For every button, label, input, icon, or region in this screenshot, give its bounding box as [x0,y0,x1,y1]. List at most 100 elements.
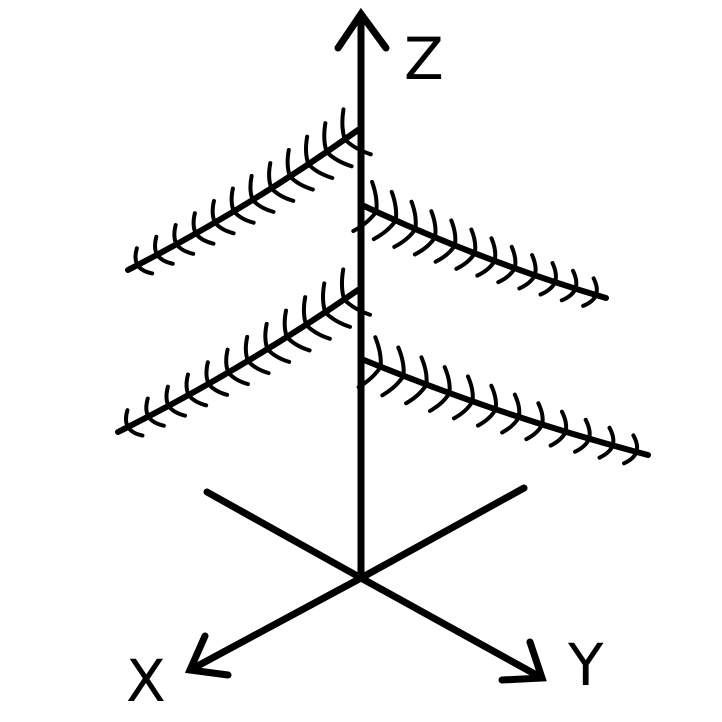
branch-needle [370,179,379,214]
branch-needle [250,197,276,214]
branch-needle [342,297,373,317]
branches-group [115,107,651,466]
branch-needle [184,372,191,397]
branch-needle [591,276,599,297]
branch-needle [409,199,418,232]
branch-needle [524,422,545,442]
branch-needle [212,220,236,236]
branch-needle [538,280,558,297]
branch-needle [559,409,569,434]
branch-needle [489,383,498,412]
branch-stem [361,357,651,458]
branch-needle [476,407,498,428]
branch-needle [496,266,517,285]
lower-left-branch [115,267,373,438]
branch-needle [583,417,592,441]
branch-needle [301,295,309,327]
branch-stem [125,127,361,273]
branch-needle [231,209,256,225]
branch-needle [304,134,311,167]
branch-needle [449,218,458,248]
branch-needle [597,443,615,460]
branch-needle [166,403,188,418]
branch-needle [392,227,418,249]
branch-needle [356,364,383,390]
branch-needle [581,292,598,308]
negative-y-axis-line [357,484,528,582]
branch-needle [451,399,475,421]
branch-needle [412,235,438,257]
branch-needle [465,374,475,404]
branch-needle [174,242,196,256]
lower-right-branch [356,335,651,466]
branch-needle [191,211,198,236]
branch-needle [571,268,579,291]
branch-needle [282,308,289,340]
branch-needle [340,107,347,142]
y-axis-line [357,574,546,682]
negative-x-axis-line [203,488,365,582]
branch-needle [248,173,255,202]
branch-needle [321,281,328,315]
branch-needle [373,335,383,369]
branch-needle [146,414,166,428]
branch-needle [284,335,312,353]
branch-needle [285,148,292,179]
y-axis-arrowhead [498,638,547,684]
branch-needle [306,162,335,181]
branch-needle [269,186,296,203]
branch-needle [125,424,145,438]
branch-needle [607,425,616,448]
branch-needle [144,396,151,419]
branch-needle [548,429,568,448]
branch-needle [263,321,270,352]
branch-stem [115,287,361,435]
branch-needle [509,244,518,271]
branch-needle [267,161,274,191]
branch-needle [204,360,211,386]
x-axis-label: X [126,647,166,715]
branch-needle [243,334,250,363]
branch-needle [427,391,452,413]
upper-left-branch [125,107,373,276]
z-axis-arrowhead [334,7,390,52]
branch-needle [186,392,209,408]
branch-needle [229,186,236,214]
branch-needle [206,381,230,397]
branch-needle [304,322,332,341]
branch-needle [536,401,545,427]
branch-needle [323,310,352,329]
branch-needle [155,252,175,266]
axes-group [184,7,547,684]
branch-needle [631,433,640,454]
branch-needle [224,347,231,375]
branch-needle [153,234,160,257]
branch-needle [380,373,406,398]
branch-needle [454,251,477,271]
branch-needle [573,436,592,454]
branch-needle [396,345,406,378]
branch-needle [550,261,558,285]
branch-needle [322,121,329,154]
branch-needle [164,384,171,408]
branch-needle [489,236,498,263]
branch-needle [433,243,457,264]
branch-needle [559,286,578,303]
branch-needle [512,392,522,420]
x-axis-line [186,574,365,674]
branch-needle [342,137,373,157]
branch-needle [517,273,537,291]
branch-needle [622,449,639,466]
branch-needle [404,382,429,406]
branch-needle [265,347,292,364]
x-axis-arrowhead [184,632,232,679]
branch-stem [359,202,609,301]
branch-needle [245,358,271,376]
branch-needle [193,231,216,246]
branch-needle [172,223,179,247]
upper-right-branch [351,179,609,308]
branch-needle [371,218,398,242]
branch-needle [210,198,217,225]
